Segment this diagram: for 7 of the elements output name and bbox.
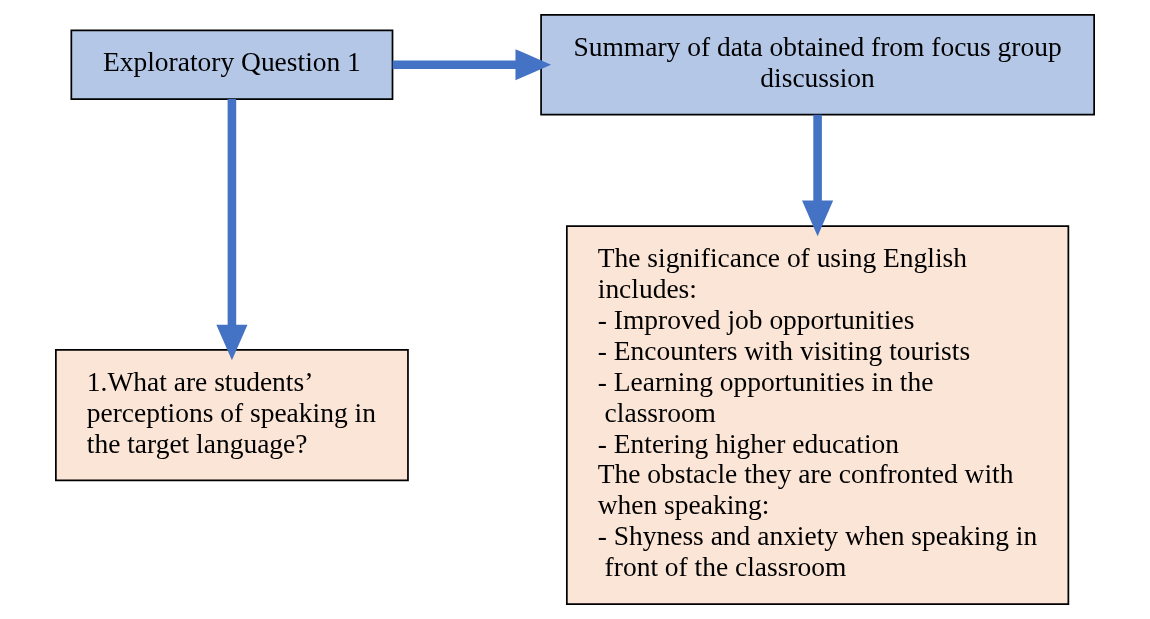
node-box: Exploratory Question 1: [70, 29, 394, 100]
arrow: [802, 114, 834, 237]
arrow: [216, 99, 248, 361]
node-box: The significance of using English includes: - Improved job opportunities - Encounters with visiting tourists - Learning opportunities in the classroom - Entering higher education The obstacle they are confronted with when speaking: - Shyness and anxiety when speaking in front of the classroom: [566, 225, 1070, 605]
arrow: [392, 49, 552, 81]
node-box: Summary of data obtained from focus group discussion: [540, 14, 1095, 116]
node-box: 1.What are students’ perceptions of speaking in the target language?: [55, 349, 409, 482]
